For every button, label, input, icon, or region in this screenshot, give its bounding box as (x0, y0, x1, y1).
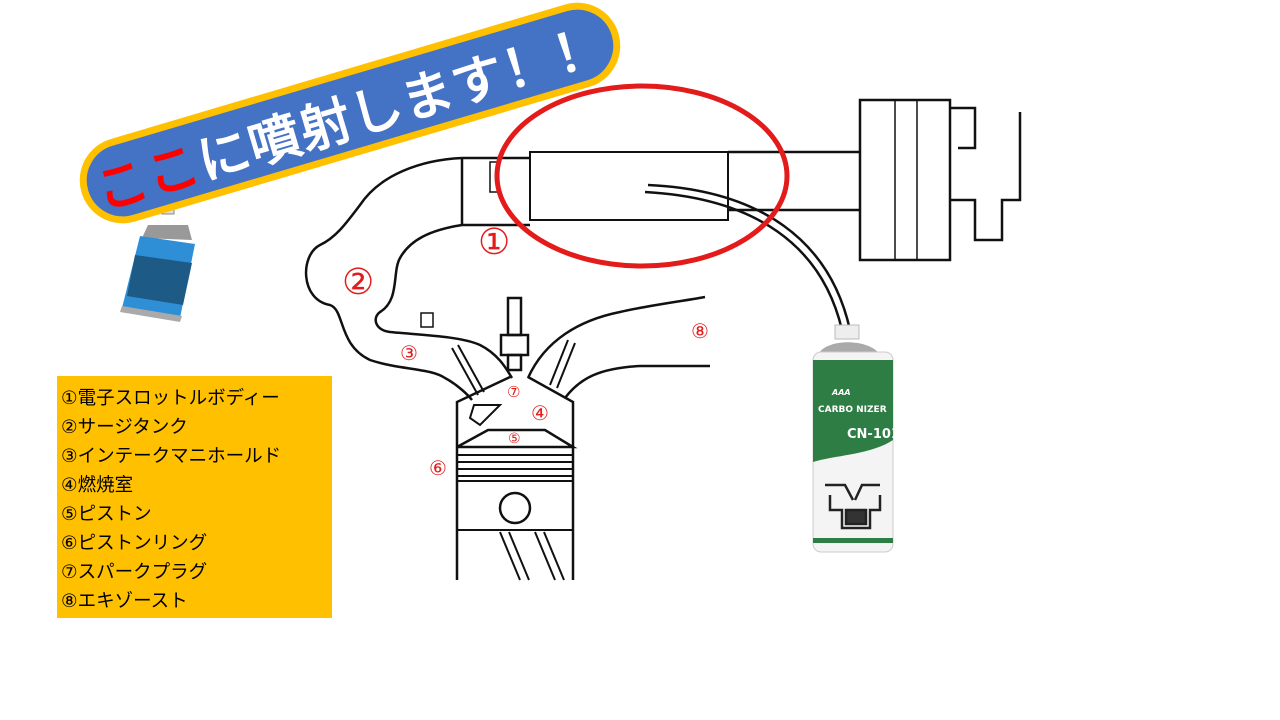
exhaust-top (526, 295, 706, 379)
spray-can-icon (120, 197, 195, 322)
marker-5: ⑤ (508, 431, 521, 447)
spray-target-highlight (494, 83, 790, 269)
spark-plug-body (499, 333, 530, 357)
marker-6: ⑥ (429, 456, 447, 480)
product-can: AAA CARBO NIZER CN-101 (812, 324, 900, 553)
piston-rings (457, 454, 573, 531)
parts-legend: ①電子スロットルボディー ②サージタンク ③インテークマニホールド ④燃焼室 ⑤… (57, 376, 332, 618)
diagram-markers: ① ② ③ ④ ⑤ ⑥ ⑦ ⑧ (342, 222, 709, 480)
legend-item: ④燃焼室 (61, 475, 134, 496)
marker-7: ⑦ (507, 383, 520, 401)
product-model: CN-101 (847, 427, 900, 442)
cylinder (455, 375, 575, 580)
spark-plug-top (506, 296, 523, 337)
piston-pin (498, 491, 532, 525)
air-filter (894, 99, 918, 261)
marker-2: ② (342, 262, 374, 303)
legend-item: ②サージタンク (61, 417, 188, 438)
connecting-rod (499, 531, 565, 581)
product-engine-graphic (825, 483, 882, 530)
intake-duct (529, 151, 729, 221)
surge-tank-outer (304, 156, 473, 401)
product-brand: AAA (831, 388, 851, 397)
intake-valve (451, 344, 503, 427)
intake-system (304, 98, 1022, 581)
marker-4: ④ (531, 401, 549, 425)
air-inlet (950, 106, 1022, 242)
exhaust-bottom (564, 364, 710, 399)
legend-item: ⑧エキゾースト (61, 591, 188, 612)
legend-item: ①電子スロットルボディー (61, 388, 280, 409)
air-duct (728, 150, 860, 212)
marker-8: ⑧ (691, 319, 709, 343)
cleaner-hose (644, 183, 852, 331)
exhaust-valve (549, 339, 576, 389)
piston-crown (456, 428, 578, 449)
legend-item: ⑤ピストン (61, 504, 152, 525)
spark-plug-tip (506, 353, 523, 372)
legend-item: ⑦スパークプラグ (61, 562, 208, 583)
product-name: CARBO NIZER (818, 405, 887, 415)
marker-3: ③ (400, 341, 418, 365)
legend-item: ③インテークマニホールド (61, 446, 282, 467)
legend-item: ⑥ピストンリング (61, 533, 208, 554)
air-cleaner-box (858, 98, 952, 262)
marker-1: ① (478, 222, 510, 263)
injector (420, 312, 434, 328)
manifold-inner (374, 223, 514, 379)
